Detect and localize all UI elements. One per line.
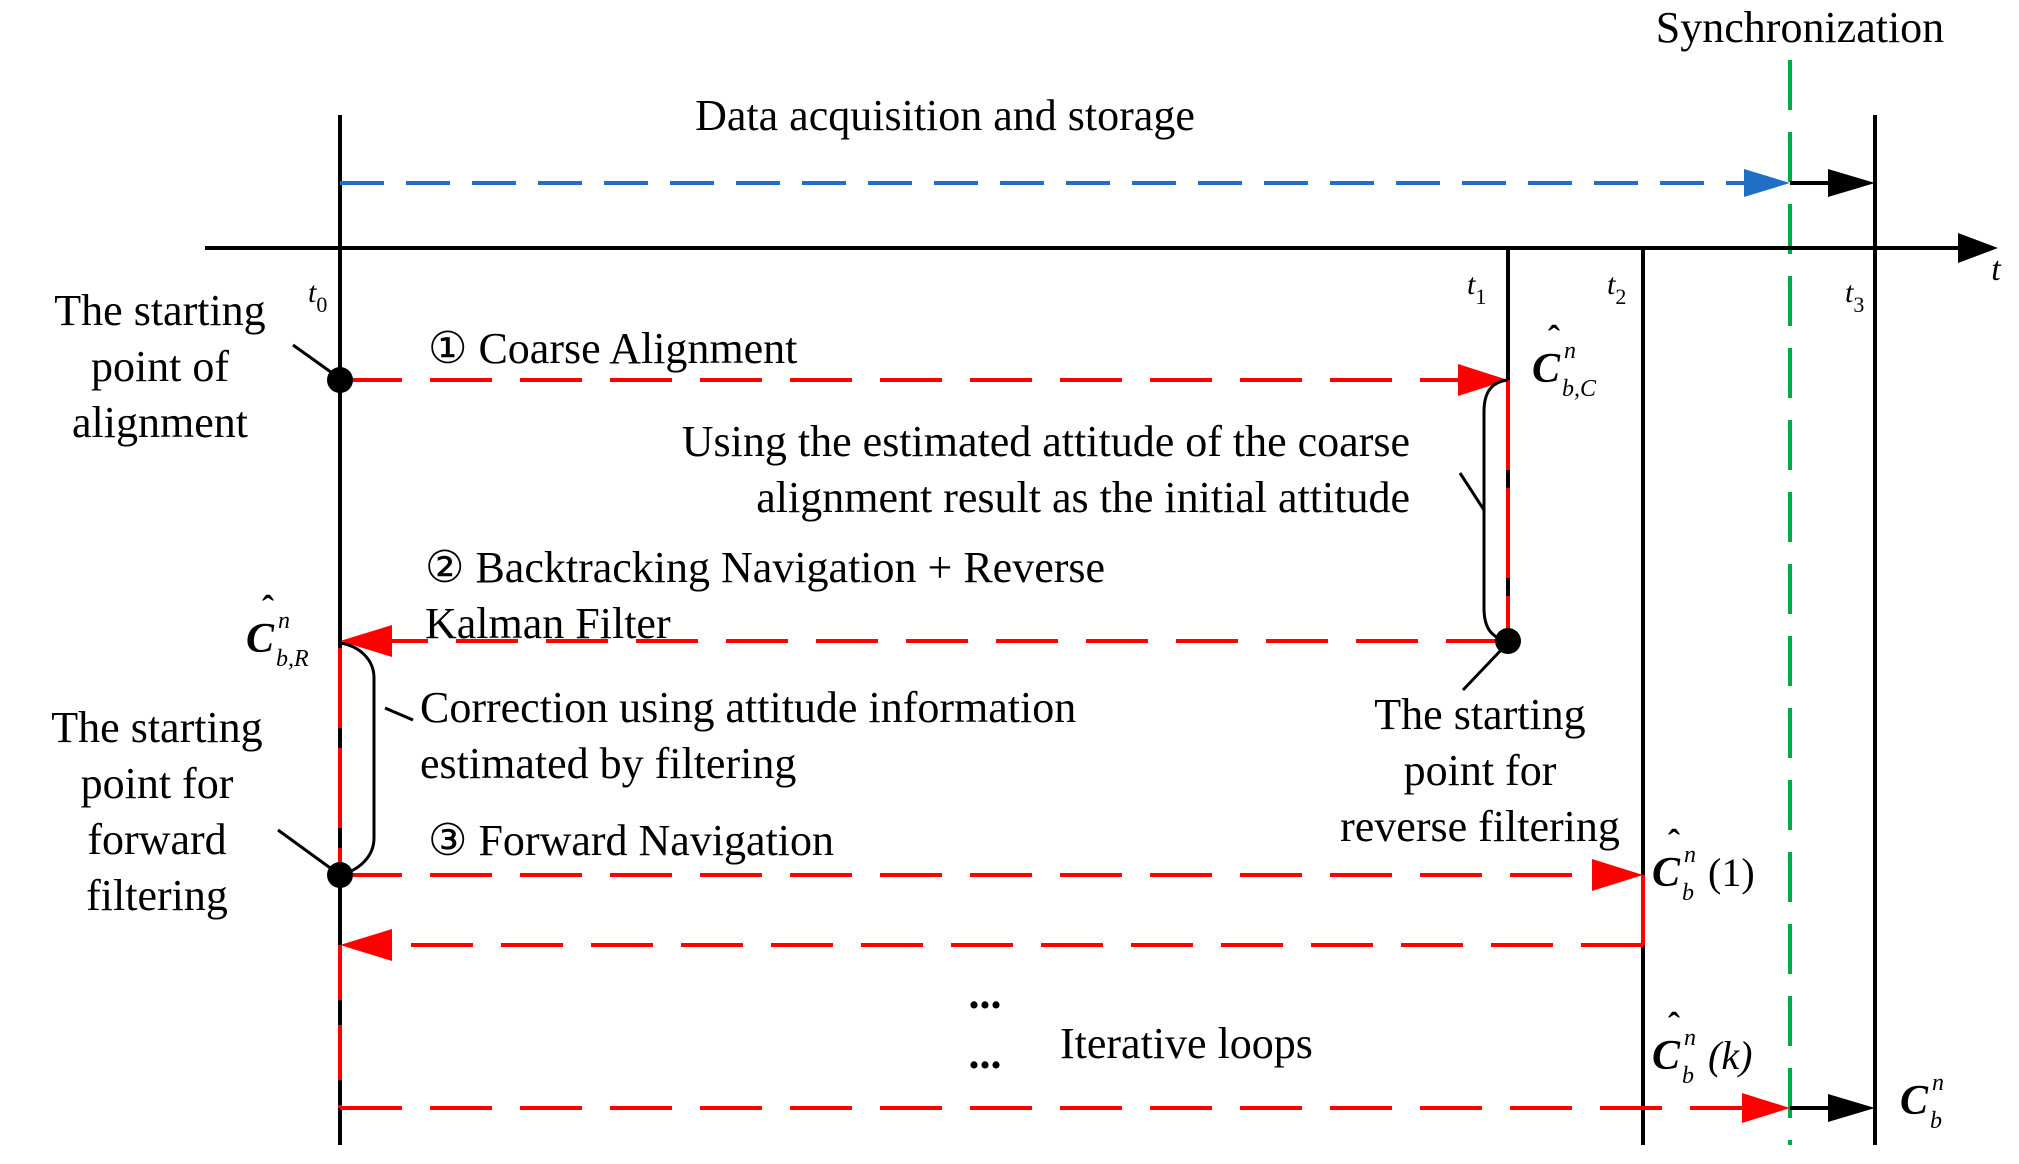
matrix-c-bk-arg: (k) bbox=[1708, 1033, 1752, 1078]
matrix-c-b: C n b bbox=[1900, 1070, 1944, 1134]
time-mark-t1: t1 bbox=[1467, 268, 1486, 309]
matrix-c-br-sup: n bbox=[278, 608, 290, 634]
ellipsis-1: ... bbox=[969, 969, 1002, 1018]
using-estimated-line-2: alignment result as the initial attitude bbox=[756, 473, 1410, 522]
forward-start-line-2: point for bbox=[81, 759, 234, 808]
matrix-c-bk-hat: ˆ bbox=[1668, 1005, 1680, 1045]
matrix-c-b1-sup: n bbox=[1684, 842, 1696, 868]
matrix-c-bk: ˆ C n b (k) bbox=[1652, 1005, 1752, 1089]
reverse-filter-arrowhead bbox=[340, 625, 392, 657]
forward-start-line-1: The starting bbox=[51, 703, 262, 752]
coarse-alignment-arrowhead bbox=[1458, 364, 1508, 396]
reverse-start-pointer bbox=[1461, 646, 1505, 692]
using-estimated-pointer bbox=[1458, 472, 1486, 511]
matrix-c-br-hat: ˆ bbox=[262, 588, 274, 628]
iterative-loops-label: Iterative loops bbox=[1060, 1019, 1313, 1068]
correction-line-2: estimated by filtering bbox=[420, 739, 796, 788]
forward-start-line-3: forward bbox=[87, 815, 226, 864]
time-mark-t0: t0 bbox=[308, 276, 327, 317]
matrix-c-bc-sub: b,C bbox=[1562, 376, 1597, 402]
forward-navigation-arrowhead bbox=[1592, 859, 1643, 891]
backtracking-line-1: ② Backtracking Navigation + Reverse bbox=[425, 543, 1105, 592]
matrix-c-bc: ˆ C n b,C bbox=[1532, 318, 1597, 402]
reverse-start-label: The starting point for reverse filtering bbox=[1340, 690, 1620, 851]
matrix-c-br-sub: b,R bbox=[276, 646, 309, 672]
alignment-start-line-2: point of bbox=[91, 342, 229, 391]
forward-start-label: The starting point for forward filtering bbox=[51, 703, 262, 920]
matrix-c-b-sub: b bbox=[1930, 1108, 1942, 1134]
matrix-c-bk-sub: b bbox=[1682, 1063, 1694, 1089]
data-acquisition-arrowhead bbox=[1744, 169, 1790, 197]
reverse-start-line-2: point for bbox=[1404, 746, 1557, 795]
backtracking-line-2: Kalman Filter bbox=[425, 599, 671, 648]
time-axis-arrowhead bbox=[1958, 233, 1998, 263]
alignment-start-line-3: alignment bbox=[72, 398, 248, 447]
time-mark-t2: t2 bbox=[1607, 268, 1626, 309]
alignment-start-line-1: The starting bbox=[54, 286, 265, 335]
alignment-start-label: The starting point of alignment bbox=[54, 286, 265, 447]
matrix-c-bc-hat: ˆ bbox=[1548, 318, 1560, 358]
matrix-c-b1-arg: (1) bbox=[1708, 850, 1755, 895]
forward-start-line-4: filtering bbox=[86, 871, 228, 920]
time-axis-label: t bbox=[1991, 251, 2002, 288]
matrix-c-b-sup: n bbox=[1932, 1070, 1944, 1096]
synchronization-label: Synchronization bbox=[1656, 3, 1944, 52]
matrix-c-br-base: C bbox=[246, 616, 275, 662]
reverse-to-forward-brace bbox=[339, 641, 376, 877]
sync-to-t3-top-arrowhead bbox=[1828, 169, 1875, 197]
matrix-c-b1-sub: b bbox=[1682, 880, 1694, 906]
time-mark-t3: t3 bbox=[1845, 276, 1864, 317]
coarse-alignment-label: ① Coarse Alignment bbox=[428, 324, 797, 373]
matrix-c-bc-base: C bbox=[1532, 346, 1561, 392]
matrix-c-bk-sup: n bbox=[1684, 1025, 1696, 1051]
matrix-c-b1-hat: ˆ bbox=[1668, 822, 1680, 862]
reverse-start-line-3: reverse filtering bbox=[1340, 802, 1620, 851]
loop-back-arrowhead bbox=[340, 929, 392, 961]
using-estimated-line-1: Using the estimated attitude of the coar… bbox=[682, 417, 1410, 466]
matrix-c-bk-base: C bbox=[1652, 1033, 1681, 1079]
reverse-start-line-1: The starting bbox=[1374, 690, 1585, 739]
matrix-c-br: ˆ C n b,R bbox=[246, 588, 309, 672]
final-iteration-arrowhead bbox=[1742, 1093, 1790, 1123]
data-acquisition-label: Data acquisition and storage bbox=[695, 91, 1195, 140]
forward-navigation-label: ③ Forward Navigation bbox=[428, 816, 834, 865]
coarse-to-reverse-brace bbox=[1482, 378, 1509, 643]
matrix-c-b1: ˆ C n b (1) bbox=[1652, 822, 1755, 906]
sync-to-t3-bottom-arrowhead bbox=[1828, 1094, 1875, 1122]
correction-line-1: Correction using attitude information bbox=[420, 683, 1076, 732]
matrix-c-bc-sup: n bbox=[1564, 338, 1576, 364]
correction-pointer bbox=[384, 706, 414, 722]
ellipsis-2: ... bbox=[969, 1029, 1002, 1078]
alignment-start-pointer bbox=[292, 343, 336, 377]
forward-start-pointer bbox=[277, 828, 334, 872]
matrix-c-b1-base: C bbox=[1652, 850, 1681, 896]
matrix-c-b-base: C bbox=[1900, 1078, 1929, 1124]
